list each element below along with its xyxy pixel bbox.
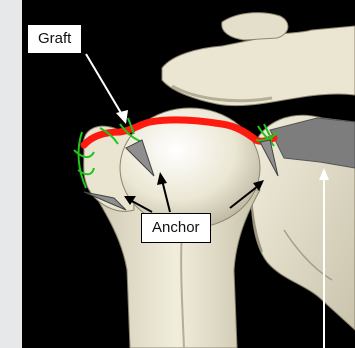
anchor-label: Anchor: [141, 213, 211, 243]
graft-label: Graft: [27, 24, 82, 54]
coracoid: [222, 13, 288, 40]
shoulder-illustration: Graft Anchor: [22, 0, 355, 348]
